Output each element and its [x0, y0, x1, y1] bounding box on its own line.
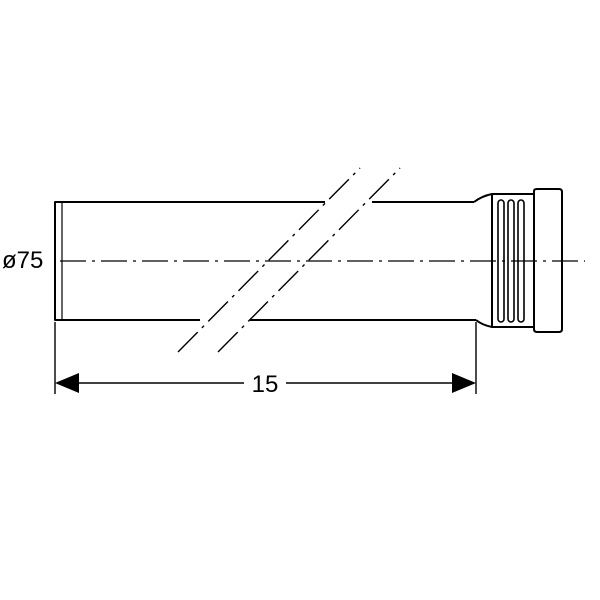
- length-dimension: 15: [55, 371, 476, 398]
- break-line-right: [217, 167, 401, 353]
- break-line-left: [177, 167, 361, 353]
- length-label: 15: [252, 371, 279, 398]
- arrow-left: [55, 373, 79, 393]
- arrow-right: [452, 373, 476, 393]
- pipe-left-end: [54, 201, 62, 321]
- break-lines: [177, 167, 401, 353]
- extension-lines: [54, 322, 477, 394]
- diameter-label: ø75: [2, 247, 43, 274]
